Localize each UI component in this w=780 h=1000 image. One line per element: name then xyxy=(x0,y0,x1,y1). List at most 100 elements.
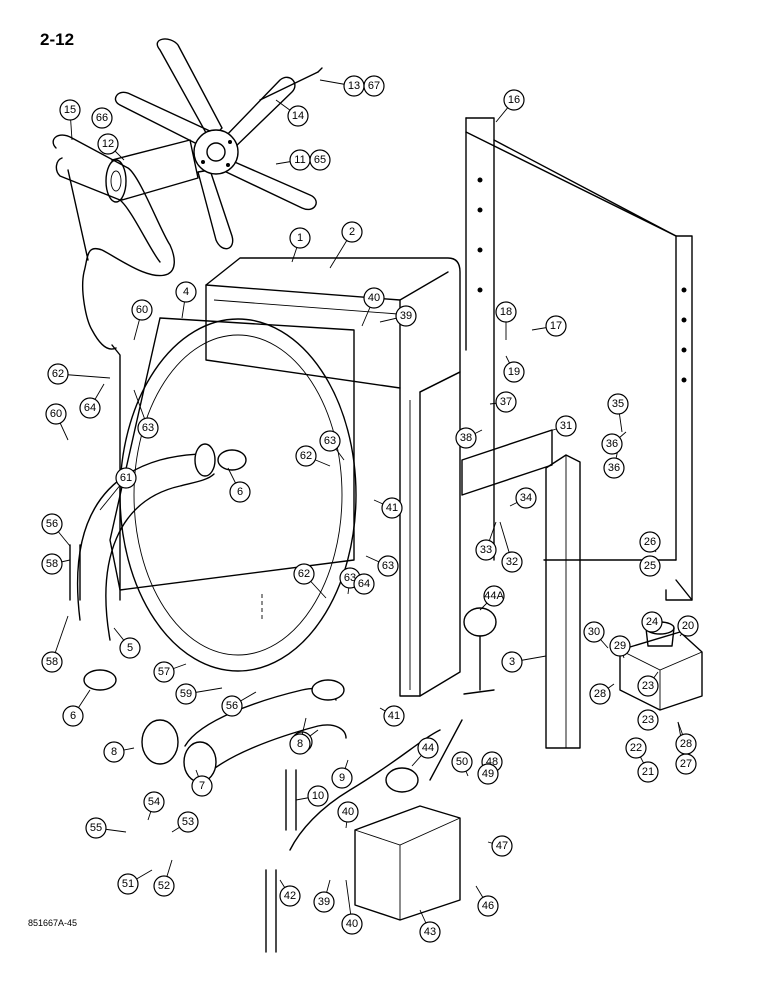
callout-43: 43 xyxy=(419,921,441,943)
callout-label: 42 xyxy=(284,890,296,902)
callout-41: 41 xyxy=(381,497,403,519)
callout-label: 36 xyxy=(608,462,620,474)
callout-46: 46 xyxy=(477,895,499,917)
callout-10: 10 xyxy=(307,785,329,807)
callout-label: 15 xyxy=(64,104,76,116)
callout-label: 37 xyxy=(500,396,512,408)
drive-belt xyxy=(52,134,175,350)
callout-33: 33 xyxy=(475,539,497,561)
upper-hose xyxy=(76,443,216,641)
callout-label: 19 xyxy=(508,366,520,378)
callout-label: 65 xyxy=(314,154,326,166)
callout-63: 63 xyxy=(377,555,399,577)
callout-label: 31 xyxy=(560,420,572,432)
callout-15: 15 xyxy=(59,99,81,121)
callout-7: 7 xyxy=(191,775,213,797)
callout-label: 43 xyxy=(424,926,436,938)
callout-label: 33 xyxy=(480,544,492,556)
callout-label: 23 xyxy=(642,714,654,726)
callout-label: 41 xyxy=(386,502,398,514)
callout-13: 13 xyxy=(343,75,365,97)
callout-40: 40 xyxy=(337,801,359,823)
callout-56: 56 xyxy=(41,513,63,535)
callout-label: 6 xyxy=(237,486,243,498)
callout-label: 27 xyxy=(680,758,692,770)
callout-61: 61 xyxy=(115,467,137,489)
callout-label: 62 xyxy=(52,368,64,380)
callout-63: 63 xyxy=(137,417,159,439)
callout-11: 11 xyxy=(289,149,311,171)
callout-58: 58 xyxy=(41,553,63,575)
callout-label: 22 xyxy=(630,742,642,754)
callout-label: 3 xyxy=(509,656,515,668)
part-callouts: 1234566678891011651266136714151617181920… xyxy=(41,75,699,943)
callout-54: 54 xyxy=(143,791,165,813)
callout-47: 47 xyxy=(491,835,513,857)
callout-label: 2 xyxy=(349,226,355,238)
callout-label: 64 xyxy=(84,402,96,414)
callout-31: 31 xyxy=(555,415,577,437)
callout-label: 58 xyxy=(46,656,58,668)
callout-label: 56 xyxy=(226,700,238,712)
callout-2: 2 xyxy=(341,221,363,243)
callout-39: 39 xyxy=(313,891,335,913)
callout-50: 50 xyxy=(451,751,473,773)
callout-30: 30 xyxy=(583,621,605,643)
callout-5: 5 xyxy=(119,637,141,659)
callout-label: 29 xyxy=(614,640,626,652)
mounting-plate xyxy=(461,429,553,496)
return-line xyxy=(289,719,463,851)
callout-label: 50 xyxy=(456,756,468,768)
callout-label: 8 xyxy=(297,738,303,750)
callout-label: 28 xyxy=(680,738,692,750)
callout-21: 21 xyxy=(637,761,659,783)
callout-label: 66 xyxy=(96,112,108,124)
callout-38: 38 xyxy=(455,427,477,449)
callout-9: 9 xyxy=(331,767,353,789)
callout-6: 6 xyxy=(229,481,251,503)
callout-36: 36 xyxy=(601,433,623,455)
callout-label: 20 xyxy=(682,620,694,632)
callout-label: 25 xyxy=(644,560,656,572)
hose-clamps xyxy=(83,449,345,765)
callout-label: 9 xyxy=(339,772,345,784)
callout-37: 37 xyxy=(495,391,517,413)
callout-64: 64 xyxy=(353,573,375,595)
callout-label: 4 xyxy=(183,286,189,298)
callout-label: 64 xyxy=(358,578,370,590)
callout-label: 51 xyxy=(122,878,134,890)
callout-label: 52 xyxy=(158,880,170,892)
callout-20: 20 xyxy=(677,615,699,637)
callout-label: 39 xyxy=(318,896,330,908)
callout-label: 40 xyxy=(342,806,354,818)
callout-66: 66 xyxy=(91,107,113,129)
callout-39: 39 xyxy=(395,305,417,327)
callout-label: 28 xyxy=(594,688,606,700)
callout-label: 32 xyxy=(506,556,518,568)
coolant-tank xyxy=(354,767,461,921)
callout-42: 42 xyxy=(279,885,301,907)
callout-14: 14 xyxy=(287,105,309,127)
callout-label: 60 xyxy=(136,304,148,316)
callout-44A: 44A xyxy=(483,585,505,607)
callout-label: 55 xyxy=(90,822,102,834)
callout-62: 62 xyxy=(47,363,69,385)
callout-label: 23 xyxy=(642,680,654,692)
callout-51: 51 xyxy=(117,873,139,895)
callout-60: 60 xyxy=(45,403,67,425)
fan-spacer xyxy=(105,139,199,203)
callout-36: 36 xyxy=(603,457,625,479)
callout-40: 40 xyxy=(341,913,363,935)
callout-label: 14 xyxy=(292,110,304,122)
callout-label: 41 xyxy=(388,710,400,722)
callout-label: 44A xyxy=(484,590,504,602)
callout-24: 24 xyxy=(641,611,663,633)
callout-27: 27 xyxy=(675,753,697,775)
callout-8: 8 xyxy=(103,741,125,763)
callout-label: 62 xyxy=(298,568,310,580)
callout-55: 55 xyxy=(85,817,107,839)
callout-label: 57 xyxy=(158,666,170,678)
callout-41: 41 xyxy=(383,705,405,727)
callout-19: 19 xyxy=(503,361,525,383)
callout-4: 4 xyxy=(175,281,197,303)
